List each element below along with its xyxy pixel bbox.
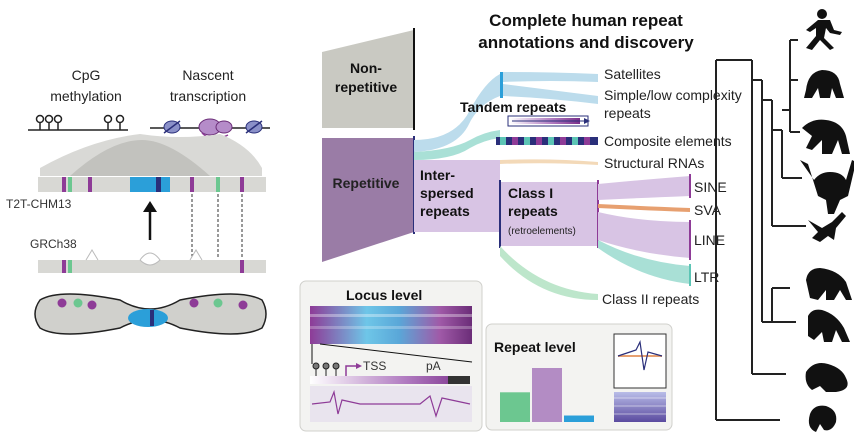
tandem-array-glyph — [507, 115, 590, 127]
monkey-icon — [808, 309, 850, 342]
interspersed-line3: repeats — [420, 203, 470, 219]
title-line1: Complete human repeat — [489, 11, 683, 30]
left-panel: CpG methylation Nascent transcription — [6, 67, 270, 335]
nascent-label-line2: transcription — [170, 88, 246, 104]
runner-icon — [806, 9, 842, 50]
simple-label-line2: repeats — [604, 105, 651, 121]
gibbon-icon — [808, 212, 846, 242]
sankey-flow-sva — [598, 204, 690, 212]
sankey-node-class1 — [500, 182, 598, 246]
signal-fan-inner — [70, 140, 210, 176]
chimpanzee-icon — [802, 119, 850, 154]
composite-label: Composite elements — [604, 133, 732, 149]
class1-line1: Class I — [508, 185, 553, 201]
locus-lollipops-icon — [312, 362, 340, 376]
gorilla-icon — [804, 70, 844, 98]
polymerase-icon — [150, 118, 270, 140]
sankey-node-interspersed — [414, 160, 500, 232]
sankey-node-repetitive — [322, 138, 414, 262]
tss-label: TSS — [363, 359, 386, 373]
title-line2: annotations and discovery — [478, 33, 694, 52]
locus-heatmap — [310, 306, 472, 344]
macaque-icon — [806, 268, 852, 300]
repeat-heatmap — [614, 392, 666, 422]
simple-label-line1: Simple/low complexity — [604, 87, 742, 103]
nascent-label-line1: Nascent — [182, 67, 233, 83]
repetitive-label: Repetitive — [333, 175, 400, 191]
sankey-flow-ltr — [598, 240, 690, 284]
locus-transcript-bar — [310, 376, 470, 384]
repeat-bars — [500, 368, 594, 422]
sankey-flow-sine — [598, 176, 690, 200]
satellites-label: Satellites — [604, 66, 661, 82]
sine-label: SINE — [694, 179, 727, 195]
tss-arrow-icon — [345, 365, 356, 376]
repeat-bar — [532, 368, 562, 422]
alignment-connectors — [191, 194, 243, 258]
t2t-label: T2T-CHM13 — [6, 197, 72, 211]
structural-label: Structural RNAs — [604, 155, 704, 171]
primate-phylogeny — [715, 39, 806, 421]
sankey-flow-line — [598, 212, 690, 258]
locus-title: Locus level — [346, 287, 422, 303]
cpg-label-line1: CpG — [72, 67, 101, 83]
sankey-diagram: Non- repetitive Repetitive Inter- sperse… — [322, 28, 742, 307]
up-arrow-icon — [143, 201, 157, 240]
repeat-title: Repeat level — [494, 339, 576, 355]
nonrepetitive-line1: Non- — [350, 60, 382, 76]
interspersed-line1: Inter- — [420, 167, 455, 183]
sankey-flow-tandem — [414, 74, 500, 152]
line-label: LINE — [694, 232, 725, 248]
locus-level-panel: Locus level TSS pA — [299, 280, 483, 432]
pa-label: pA — [426, 359, 441, 373]
sankey-flow-composite — [414, 130, 500, 160]
grch38-track — [38, 249, 266, 273]
t2t-track — [38, 177, 266, 192]
grch38-label: GRCh38 — [30, 237, 77, 251]
repeat-level-panel: Repeat level — [485, 323, 673, 431]
class2-label: Class II repeats — [602, 291, 699, 307]
cpg-label-line2: methylation — [50, 88, 122, 104]
nonrepetitive-line2: repetitive — [335, 79, 397, 95]
chromosome-icon — [34, 293, 267, 335]
methylation-lollipops-icon — [28, 114, 128, 131]
class1-sub: (retroelements) — [508, 226, 576, 237]
tandem-label: Tandem repeats — [460, 99, 567, 115]
sankey-node-nonrepetitive — [322, 30, 414, 128]
interspersed-line2: spersed — [420, 185, 474, 201]
sva-label: SVA — [694, 202, 722, 218]
ltr-label: LTR — [694, 269, 719, 285]
class1-line2: repeats — [508, 203, 558, 219]
repeat-bar — [564, 415, 594, 422]
composite-elements-glyph — [496, 137, 598, 145]
tarsier-icon — [808, 405, 837, 432]
repeat-bar — [500, 392, 530, 422]
lemur-icon — [805, 363, 848, 392]
orangutan-icon — [800, 160, 854, 214]
